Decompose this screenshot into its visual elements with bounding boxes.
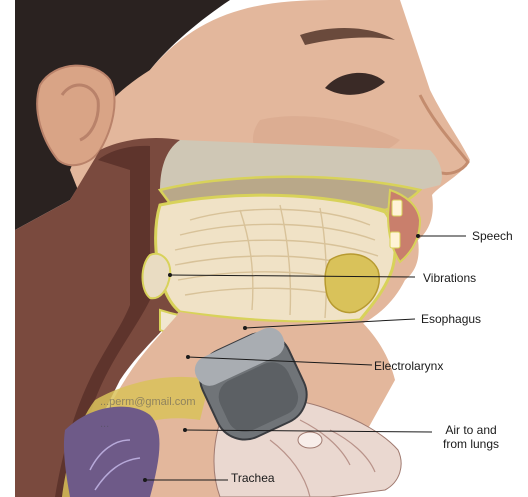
label-trachea: Trachea — [231, 471, 275, 485]
label-air-line1: Air to and — [436, 423, 506, 437]
lung-airway — [64, 407, 160, 497]
fingernail — [298, 432, 322, 448]
watermark-line2: ... — [100, 418, 109, 430]
label-esophagus: Esophagus — [421, 312, 481, 326]
tooth-upper — [392, 200, 402, 216]
watermark-line1: ...perm@gmail.com — [100, 396, 196, 408]
label-electrolarynx: Electrolarynx — [374, 359, 443, 373]
label-speech: Speech — [472, 229, 513, 243]
label-vibrations: Vibrations — [423, 271, 476, 285]
label-air-to-and-from-lungs: Air to and from lungs — [436, 423, 506, 451]
label-air-line2: from lungs — [436, 437, 506, 451]
tooth-lower — [390, 232, 400, 248]
